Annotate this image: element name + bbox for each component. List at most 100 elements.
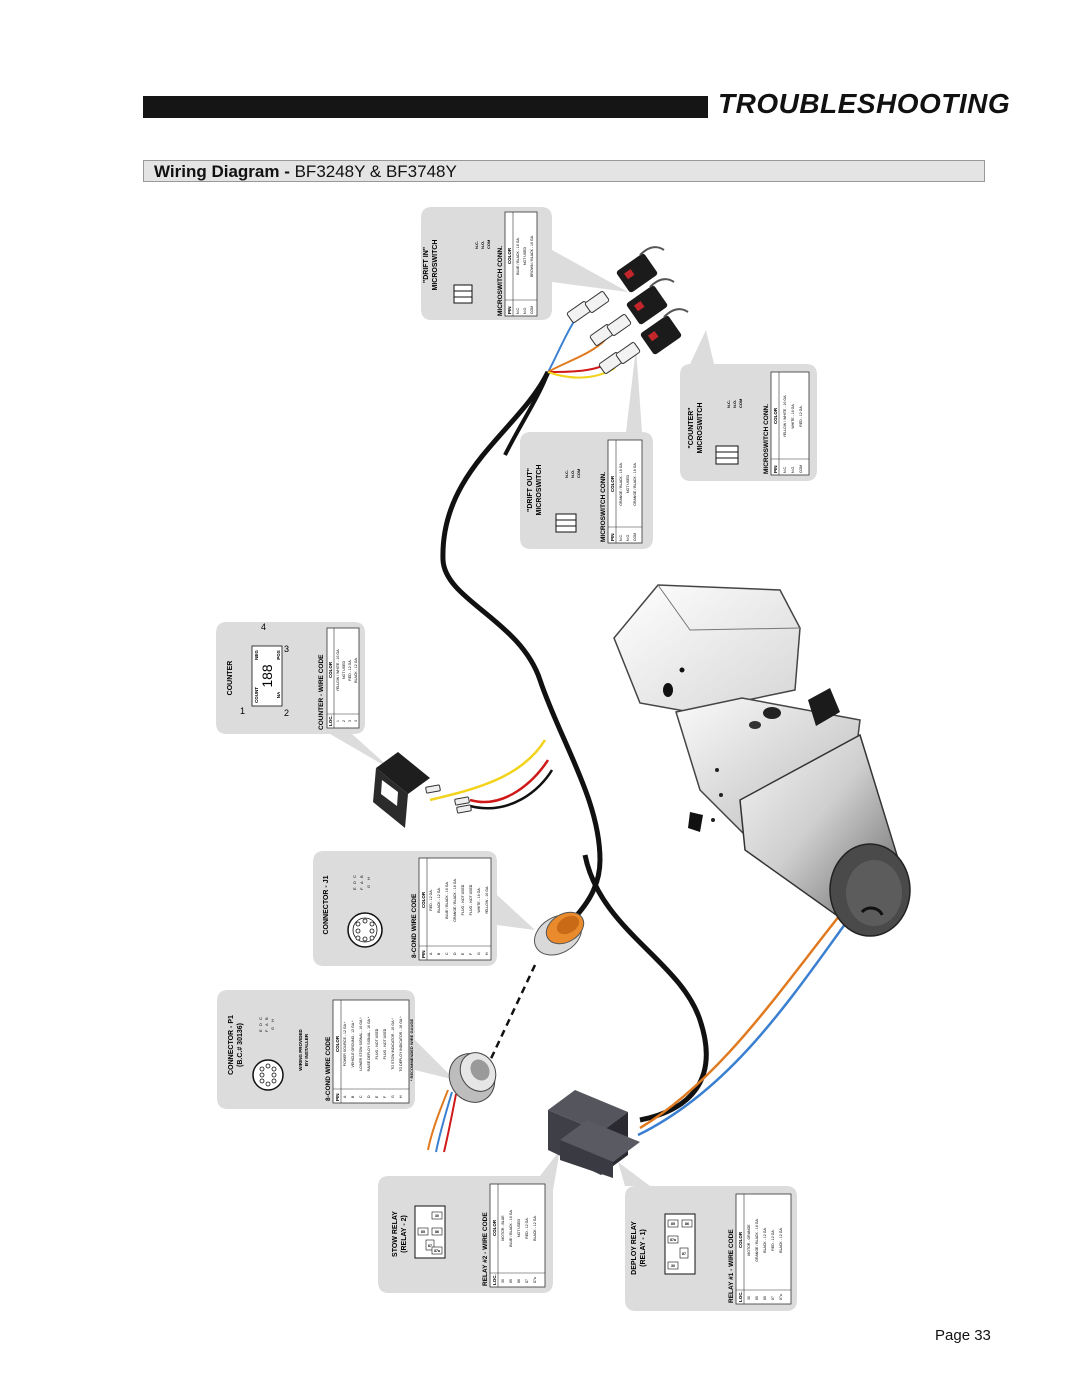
- stow-header-loc: LOC.: [492, 1274, 497, 1285]
- counter-switch-header-color: COLOR: [773, 407, 778, 424]
- p1-table-title: 8-COND WIRE CODE: [325, 1036, 332, 1101]
- counter-yellow-wire: [429, 739, 547, 802]
- drift-in-title-2: MICROSWITCH: [432, 240, 439, 291]
- drift-in-row-1-color: BLUE / BLACK - 16 GA.: [516, 237, 520, 275]
- relay-pair: [548, 1090, 640, 1178]
- p1-letter-7: G: [270, 1027, 275, 1030]
- stow-row-4-color: RED - 12 GA.: [525, 1217, 529, 1238]
- counter-row-1-color: YELLOW / WHITE - 16 GA.: [336, 649, 340, 692]
- deploy-row-1-loc: 30: [747, 1296, 751, 1300]
- counter-display: 188: [259, 664, 275, 688]
- page-title: TROUBLESHOOTING: [718, 88, 1011, 119]
- counter-red-wire: [469, 759, 550, 804]
- drift-out-row-2-pin: N.O.: [626, 534, 630, 541]
- drift-in-row-3-color: BROWN / BLACK - 16 GA.: [530, 235, 534, 277]
- j1-row-8-pin: H: [485, 952, 489, 955]
- stow-relay-table-title: RELAY #2 - WIRE CODE: [482, 1212, 489, 1286]
- p1-row-6-pin: F: [383, 1096, 387, 1098]
- p1-row-1-pin: A: [343, 1095, 347, 1098]
- j1-row-2-color: BLACK - 12 GA.: [437, 887, 441, 913]
- drift-in-pin-no: N.O.: [480, 241, 485, 249]
- stow-terminal-87a: 87a: [434, 1249, 440, 1253]
- p1-title-1: CONNECTOR - P1: [228, 1015, 235, 1075]
- counter-unit: [373, 752, 472, 828]
- stow-terminal-85: 85: [421, 1230, 425, 1234]
- blue-lead: [547, 319, 576, 373]
- stow-row-5-loc: 87a: [533, 1277, 537, 1283]
- j1-row-3-pin: C: [445, 952, 449, 955]
- deploy-relay-content: DEPLOY RELAY (RELAY - 1) 30 85 86 87 87a…: [631, 1193, 792, 1305]
- deploy-terminal-30: 30: [671, 1264, 675, 1268]
- connector-p1-content: CONNECTOR - P1 (B.C.# 30136) E D C F A B…: [228, 999, 414, 1104]
- stow-header-color: COLOR: [492, 1219, 497, 1236]
- counter-switch-title-1: "COUNTER": [688, 407, 695, 448]
- stow-terminal-87: 87: [428, 1244, 432, 1248]
- deploy-row-2-loc: 85: [755, 1296, 759, 1300]
- j1-letter-5: A: [359, 881, 364, 884]
- j1-row-8-color: YELLOW - 16 GA.: [485, 886, 489, 915]
- counter-count-label: COUNT: [254, 687, 259, 703]
- motor-blue-wire: [637, 919, 850, 1137]
- counter-terminal-1: 1: [240, 706, 245, 716]
- p1-letter-5: A: [264, 1023, 269, 1026]
- j1-letter-2: D: [352, 881, 357, 884]
- counter-black-wire: [469, 769, 554, 810]
- drift-out-pin-com: COM: [576, 468, 581, 478]
- drift-in-pin-com: COM: [486, 239, 491, 249]
- microswitch-drift-out: [640, 308, 689, 355]
- deploy-row-4-loc: 87: [771, 1296, 775, 1300]
- counter-switch-row-1-color: YELLOW / WHITE - 16 GA.: [783, 395, 787, 438]
- drift-in-row-2-pin: N.O.: [523, 307, 527, 314]
- relay-harness: [582, 854, 709, 1123]
- j1-row-4-color: ORANGE / BLACK - 16 GA.: [453, 878, 457, 922]
- counter-content: COUNTER 1 2 3 4 188 COUNT NEG NA POS COU…: [227, 622, 360, 730]
- j1-row-6-color: PLUG - NOT USED: [469, 884, 473, 915]
- j1-row-1-pin: A: [429, 952, 433, 955]
- counter-callout: [216, 622, 392, 770]
- p1-row-5-color: PLUG - NOT USED: [375, 1028, 379, 1059]
- p1-letter-6: B: [264, 1017, 269, 1020]
- p1-letter-8: H: [270, 1019, 275, 1022]
- p1-red-lead: [443, 1093, 457, 1153]
- deploy-row-5-color: BLACK - 12 GA.: [779, 1227, 783, 1253]
- p1-row-4-pin: D: [367, 1095, 371, 1098]
- counter-row-2-color: NOT USED: [342, 661, 346, 679]
- j1-row-7-pin: G: [477, 952, 481, 955]
- deploy-terminal-85: 85: [671, 1222, 675, 1226]
- counter-switch-row-3-color: RED - 12 GA.: [799, 405, 803, 426]
- p1-note-2: BY INSTALLER: [304, 1033, 309, 1066]
- drift-out-header-pin: PIN: [610, 533, 615, 541]
- counter-switch-row-2-pin: N.O.: [791, 466, 795, 473]
- motor-orange-wire: [639, 914, 841, 1130]
- stow-row-3-loc: 86: [517, 1279, 521, 1283]
- mating-line: [486, 964, 537, 1066]
- drift-in-table-title: MICROSWITCH CONN.: [497, 246, 504, 316]
- j1-row-6-pin: F: [469, 953, 473, 955]
- drift-in-content: "DRIFT IN" MICROSWITCH N.C. N.O. COM MIC…: [423, 211, 538, 317]
- drift-in-row-3-pin: COM: [530, 306, 534, 314]
- spade-terminals: [566, 291, 641, 374]
- deploy-header-loc: LOC.: [738, 1291, 743, 1302]
- p1-row-1-color: POWER SOURCE - 12 GA.*: [343, 1021, 347, 1066]
- p1-note-1: WIRING PROVIDED: [298, 1029, 303, 1071]
- j1-table-title: 8-COND WIRE CODE: [411, 893, 418, 958]
- counter-table-title: COUNTER - WIRE CODE: [318, 654, 325, 730]
- drift-in-row-1-pin: N.C.: [516, 307, 520, 314]
- counter-title: COUNTER: [227, 661, 234, 696]
- drift-out-row-2-color: NOT USED: [626, 475, 630, 493]
- counter-pos-label: POS: [276, 650, 281, 660]
- connector-j1-body: [534, 911, 585, 956]
- subtitle-bold: Wiring Diagram -: [154, 162, 295, 181]
- stow-terminal-86: 86: [435, 1230, 439, 1234]
- subtitle-box: Wiring Diagram - BF3248Y & BF3748Y: [143, 160, 985, 182]
- counter-switch-content: "COUNTER" MICROSWITCH N.C. N.O. COM MICR…: [688, 371, 810, 476]
- drift-out-content: "DRIFT OUT" MICROSWITCH N.C. N.O. COM MI…: [527, 439, 643, 544]
- j1-row-1-color: RED - 12 GA.: [429, 889, 433, 910]
- j1-letter-3: C: [352, 875, 357, 878]
- p1-row-2-color: VEHICLE GROUND - 12 GA.*: [351, 1020, 355, 1068]
- drift-out-title-1: "DRIFT OUT": [527, 468, 534, 512]
- drift-in-header-pin: PIN: [507, 306, 512, 314]
- p1-footnote: * RECOMMENDED WIRE GAUGE: [409, 1019, 414, 1082]
- stow-row-5-color: BLACK - 12 GA.: [533, 1215, 537, 1241]
- counter-row-4-color: BLACK - 12 GA.: [354, 657, 358, 683]
